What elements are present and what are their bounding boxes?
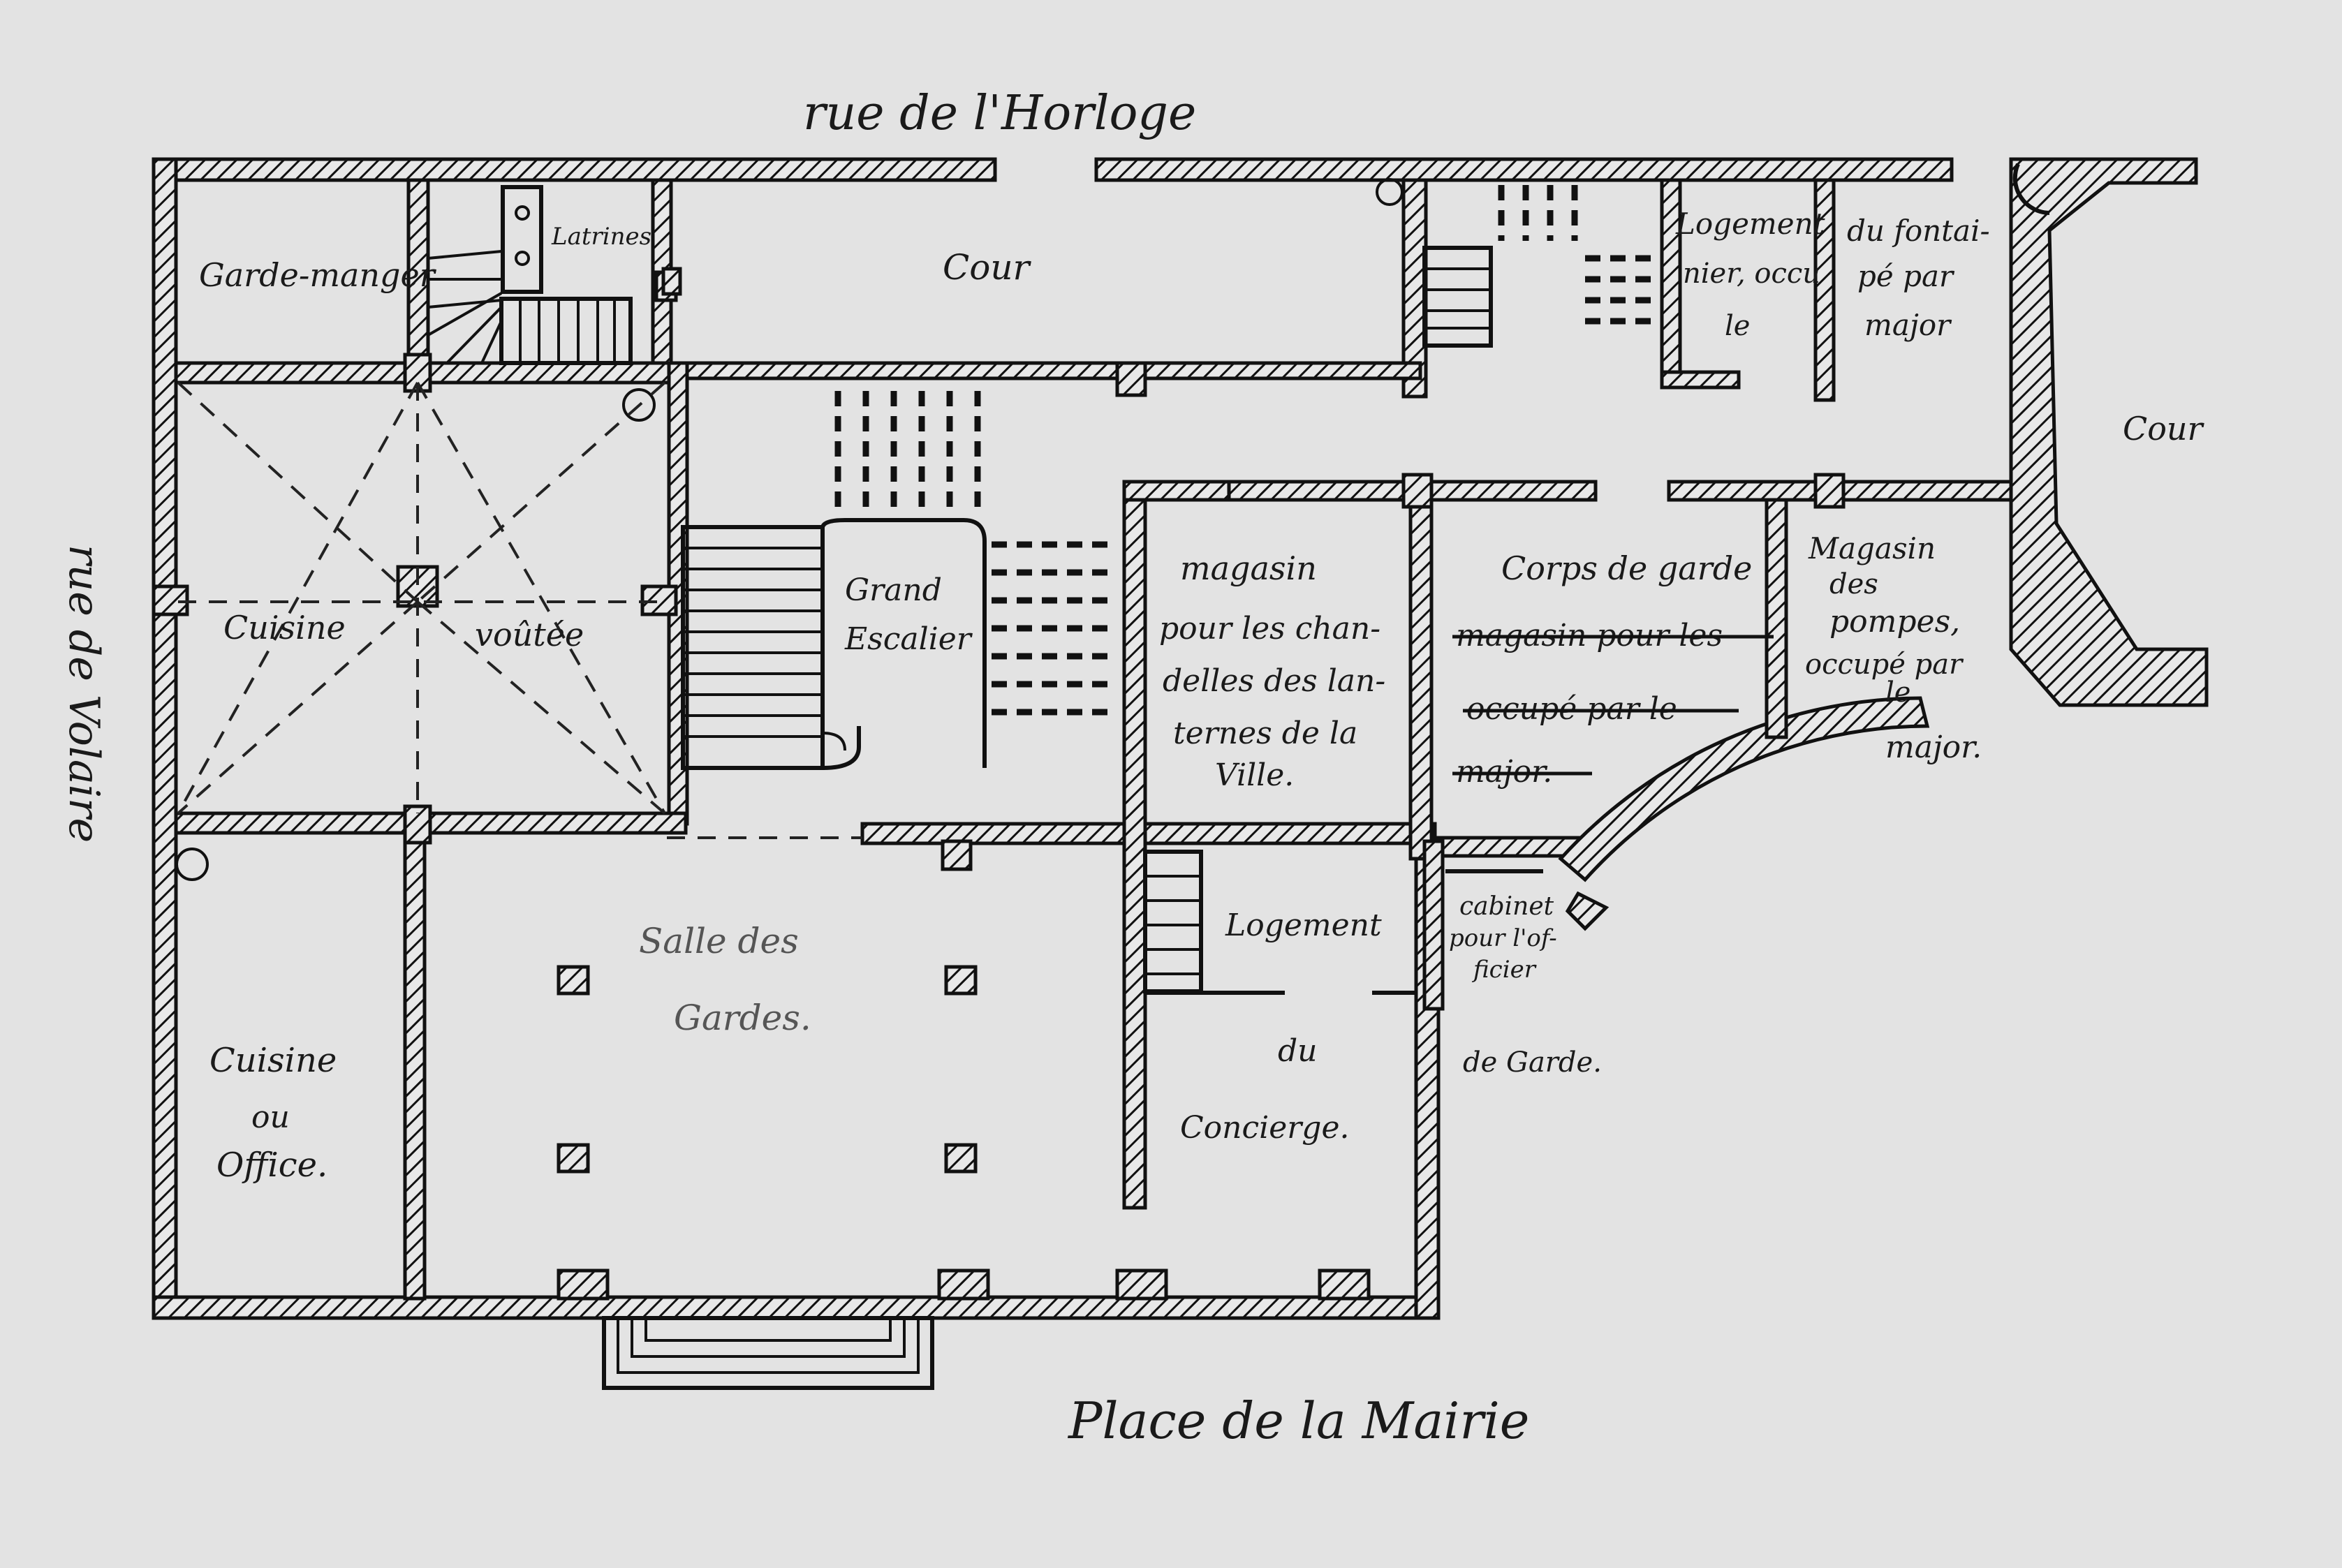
svg-text:nier, occu: nier, occu <box>1683 258 1820 290</box>
svg-text:Ville.: Ville. <box>1215 757 1294 793</box>
svg-text:magasin: magasin <box>1180 549 1317 587</box>
svg-text:ficier: ficier <box>1471 956 1537 984</box>
svg-text:Corps de garde: Corps de garde <box>1501 549 1752 587</box>
street-south-label: Place de la Mairie <box>1067 1391 1529 1450</box>
room-cour-north: Cour <box>943 247 1032 288</box>
room-salle-des-gardes-1: Salle des <box>639 921 799 961</box>
svg-text:occupé par: occupé par <box>1805 649 1964 681</box>
svg-text:Cuisine: Cuisine <box>209 1041 337 1080</box>
latrines-stair <box>427 185 682 365</box>
svg-text:pompes,: pompes, <box>1829 604 1960 639</box>
service-stairs <box>1143 185 1651 995</box>
room-logement-fontainier: Logement nier, occu le du fontai- pé par… <box>1675 207 1990 342</box>
svg-text:major: major <box>1864 308 1952 342</box>
street-north-label: rue de l'Horloge <box>803 86 1196 141</box>
svg-text:de Garde.: de Garde. <box>1463 1046 1602 1079</box>
street-west-label: rue de Volaire <box>59 545 108 843</box>
svg-text:Logement: Logement <box>1225 908 1382 943</box>
room-latrines: Latrines <box>551 223 651 251</box>
svg-text:du fontai-: du fontai- <box>1847 214 1990 248</box>
corner-niches <box>175 163 2050 881</box>
svg-text:des: des <box>1829 568 1878 600</box>
svg-text:le: le <box>1725 310 1750 342</box>
room-garde-manger: Garde-manger <box>199 256 437 294</box>
room-magasin-chandelles: magasin pour les chan- delles des lan- t… <box>1159 549 1385 793</box>
room-cuisine-office: Cuisine ou Office. <box>209 1041 337 1185</box>
room-cuisine-voutee-1: Cuisine <box>223 609 346 646</box>
room-grand-escalier-2: Escalier <box>844 621 973 657</box>
svg-text:ternes de la: ternes de la <box>1173 716 1357 751</box>
room-logement-concierge: Logement du Concierge. <box>1180 908 1382 1146</box>
svg-text:Office.: Office. <box>216 1146 327 1185</box>
svg-text:major.: major. <box>1885 730 1982 765</box>
svg-text:pour l'of-: pour l'of- <box>1449 924 1557 952</box>
room-corps-de-garde: Corps de garde magasin pour les occupé p… <box>1452 549 1774 790</box>
svg-text:pour les chan-: pour les chan- <box>1159 611 1380 646</box>
room-cabinet-officier: cabinet pour l'of- ficier de Garde. <box>1449 892 1602 1079</box>
svg-text:pé par: pé par <box>1857 259 1955 293</box>
outer-walls <box>152 157 2209 1320</box>
entrance-steps <box>602 1316 934 1390</box>
svg-text:cabinet: cabinet <box>1459 892 1554 921</box>
svg-text:Logement: Logement <box>1675 207 1825 241</box>
svg-text:ou: ou <box>251 1100 290 1135</box>
svg-text:du: du <box>1278 1033 1318 1069</box>
room-grand-escalier-1: Grand <box>845 572 942 608</box>
svg-text:Magasin: Magasin <box>1808 531 1936 565</box>
pilasters <box>152 270 1846 1301</box>
room-cour-east: Cour <box>2123 410 2205 448</box>
vault-lines <box>177 381 862 839</box>
svg-text:Concierge.: Concierge. <box>1180 1110 1349 1146</box>
room-salle-des-gardes-2: Gardes. <box>674 998 811 1038</box>
grand-staircase <box>681 391 1117 771</box>
room-cuisine-voutee-2: voûtée <box>475 616 584 653</box>
svg-text:le: le <box>1885 676 1910 709</box>
svg-text:delles des lan-: delles des lan- <box>1163 663 1385 699</box>
room-magasin-pompes: Magasin des pompes, occupé par le major. <box>1805 531 1982 765</box>
